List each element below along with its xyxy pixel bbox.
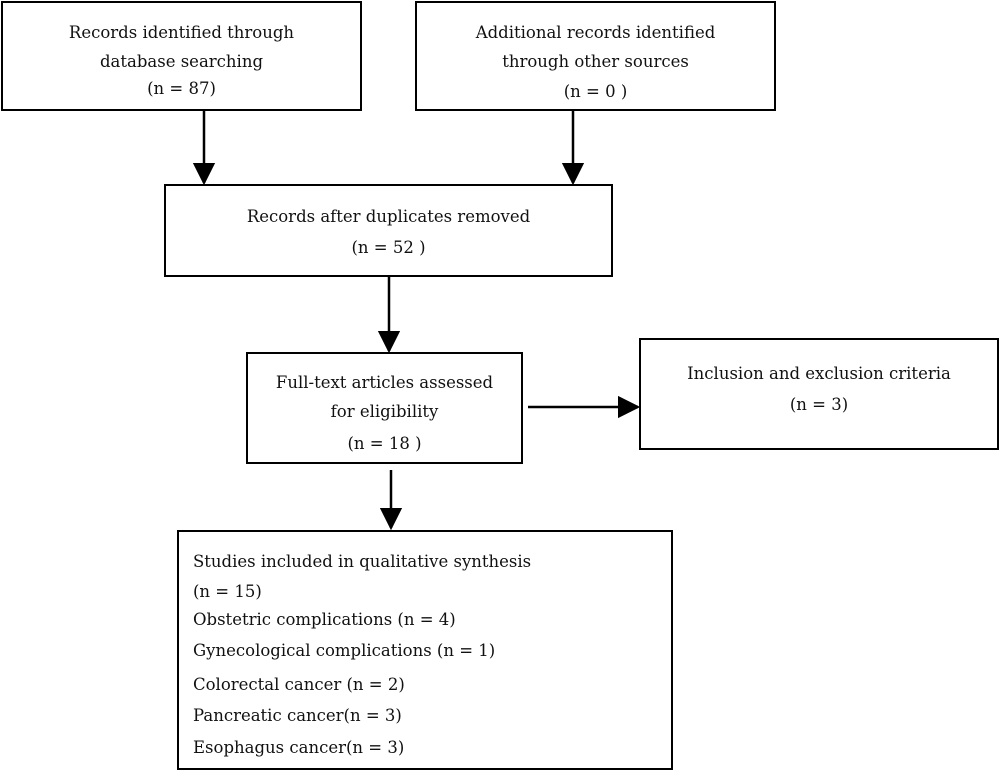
other-sources-count: (n = 0 ) [563,82,628,101]
criteria-line1: Inclusion and exclusion criteria [687,364,951,383]
box-full-text-eligibility: Full-text articles assessed for eligibil… [246,352,523,464]
included-item-gynecological: Gynecological complications (n = 1) [193,641,496,660]
criteria-count: (n = 3) [789,395,849,414]
included-item-esophagus: Esophagus cancer(n = 3) [193,738,405,757]
included-count: (n = 15) [193,582,262,601]
database-count: (n = 87) [147,79,216,98]
included-item-colorectal: Colorectal cancer (n = 2) [193,675,405,694]
database-line1: Records identified through [68,23,295,42]
included-item-obstetric: Obstetric complications (n = 4) [193,610,456,629]
other-sources-line2: through other sources [502,52,689,71]
full-text-line1: Full-text articles assessed [275,373,494,392]
other-sources-line1: Additional records identified [475,23,716,42]
database-line2: database searching [99,52,264,71]
duplicates-count: (n = 52 ) [351,238,426,257]
duplicates-line1: Records after duplicates removed [246,207,531,226]
box-studies-included: Studies included in qualitative synthesi… [177,530,673,770]
included-item-pancreatic: Pancreatic cancer(n = 3) [193,706,402,725]
box-other-sources: Additional records identified through ot… [415,1,776,111]
full-text-count: (n = 18 ) [347,434,422,453]
box-database-searching: Records identified through database sear… [1,1,362,111]
box-inclusion-exclusion: Inclusion and exclusion criteria (n = 3) [639,338,999,450]
full-text-line2: for eligibility [330,402,439,421]
box-duplicates-removed: Records after duplicates removed (n = 52… [164,184,613,277]
included-title: Studies included in qualitative synthesi… [193,552,532,571]
